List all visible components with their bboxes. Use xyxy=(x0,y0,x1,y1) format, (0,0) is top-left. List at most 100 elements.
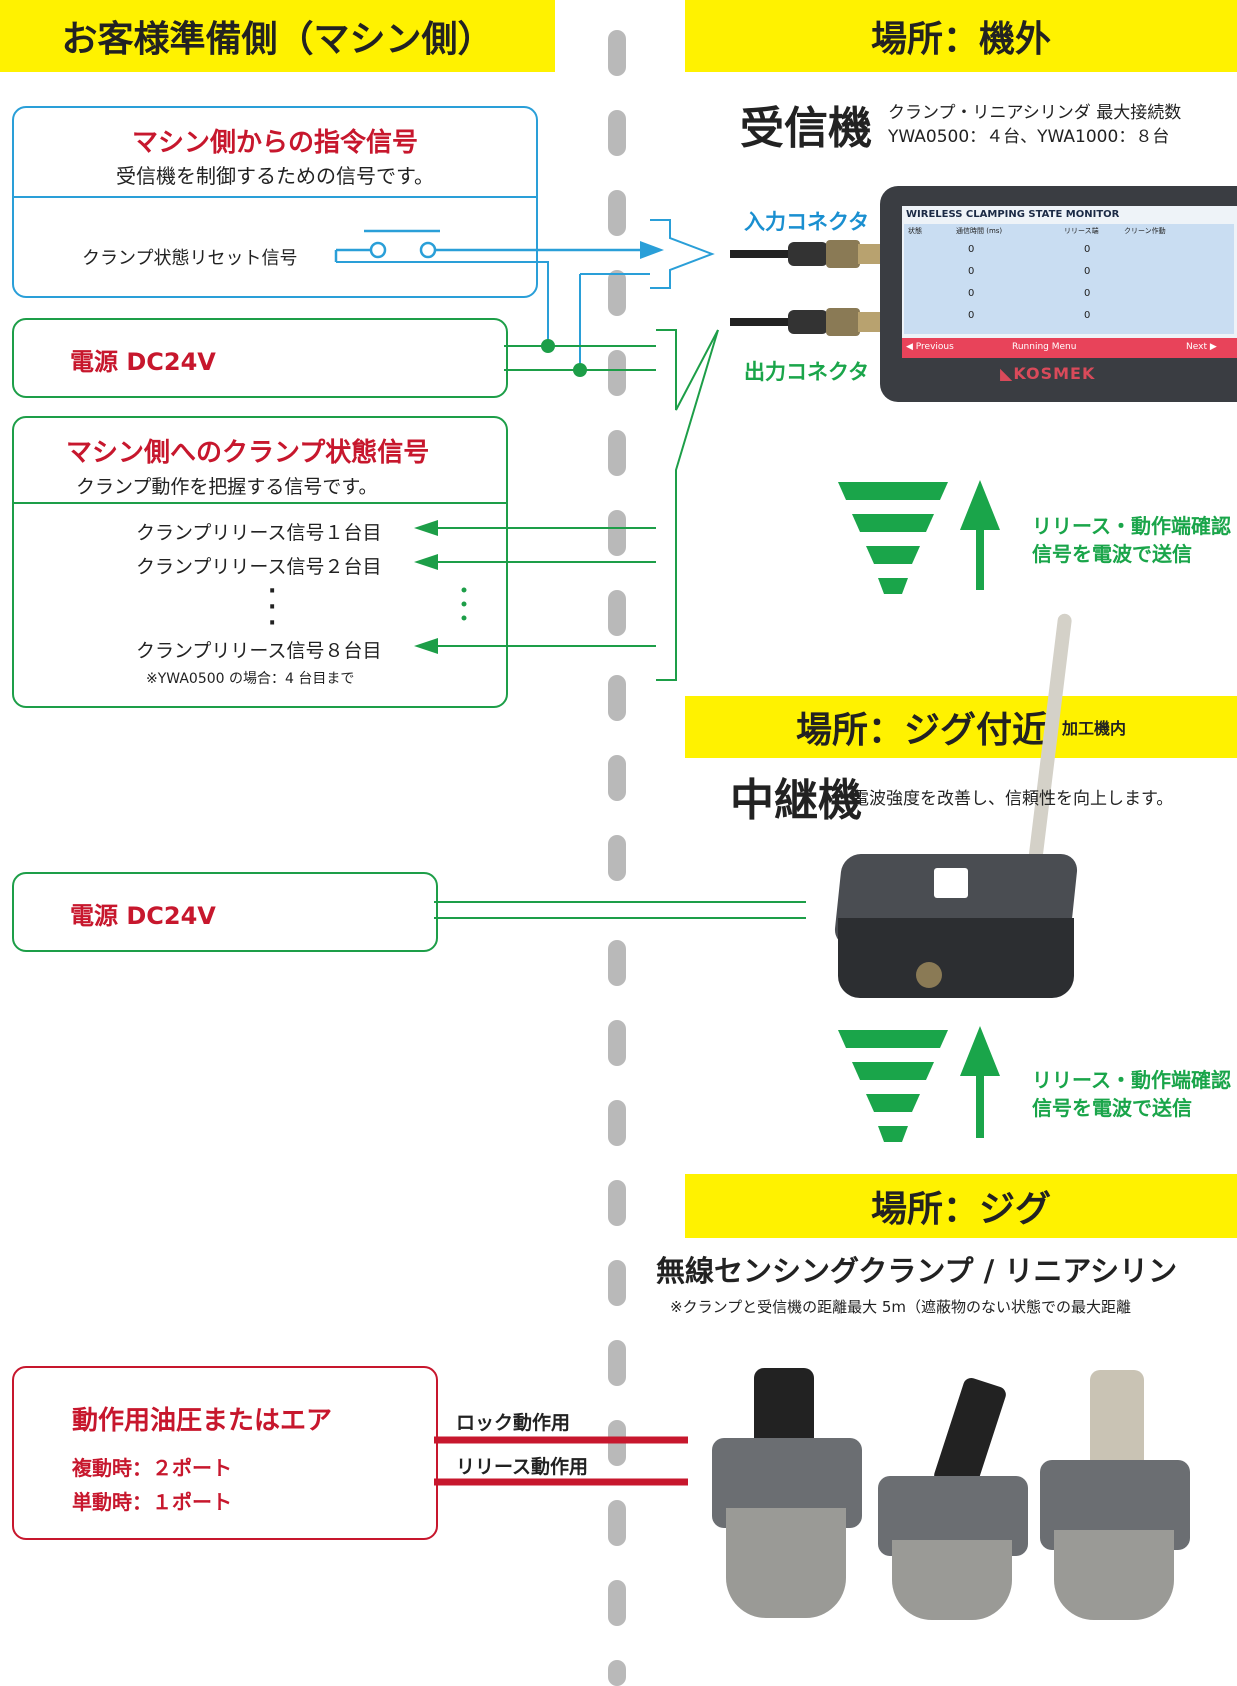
vertical-ellipsis: ··· xyxy=(268,579,277,636)
left-header-title: お客様準備側（マシン側） xyxy=(61,19,494,60)
repeater-desc: 電波強度を改善し、信頼性を向上します。 xyxy=(852,789,1174,809)
divider-dash xyxy=(608,1180,626,1226)
command-box-subtitle: 受信機を制御するための信号です。 xyxy=(116,164,434,188)
screen-col1: 状態 xyxy=(908,227,922,235)
junction-dot xyxy=(573,363,587,377)
divider-dash xyxy=(608,590,626,636)
repeater-name: 中継機 xyxy=(730,775,862,826)
hydraulic-line xyxy=(434,1436,688,1486)
divider-dash xyxy=(608,30,626,76)
status-signal-wire xyxy=(430,527,656,647)
wireless-text-1: リリース・動作端確認 信号を電波で送信 xyxy=(1032,512,1231,568)
divider-dash xyxy=(608,755,626,801)
command-signal-box: マシン側からの指令信号 受信機を制御するための信号です。 クランプ状態リセット信… xyxy=(12,106,538,298)
brand-name: KOSMEK xyxy=(1013,364,1096,383)
command-box-title: マシン側からの指令信号 xyxy=(131,128,418,158)
clamp-product-3 xyxy=(1040,1370,1190,1620)
wireless-line1: リリース・動作端確認 xyxy=(1032,1068,1231,1092)
blue-wire xyxy=(336,261,650,370)
screen-title: WIRELESS CLAMPING STATE MONITOR xyxy=(906,209,1120,220)
lock-line-label: ロック動作用 xyxy=(456,1412,571,1434)
receiver-spec-2: YWA0500：４台、YWA1000：８台 xyxy=(888,127,1170,147)
divider-dash xyxy=(608,1100,626,1146)
status-signal-2: クランプリリース信号２台目 xyxy=(136,556,382,578)
outside-banner-title: 場所：機外 xyxy=(870,19,1051,60)
receiver-device: WIRELESS CLAMPING STATE MONITOR 状態 通信時間 … xyxy=(880,186,1237,402)
divider-dash xyxy=(608,835,626,881)
status-note: ※YWA0500 の場合：4 台目まで xyxy=(146,671,355,687)
signal-arrow-icon xyxy=(414,554,438,570)
receiver-screen: WIRELESS CLAMPING STATE MONITOR 状態 通信時間 … xyxy=(902,206,1237,358)
reset-switch-icon xyxy=(334,229,650,262)
divider-dash xyxy=(608,510,626,556)
screen-legend1: リリース端 xyxy=(1064,227,1099,235)
wireless-text-2: リリース・動作端確認 信号を電波で送信 xyxy=(1032,1066,1231,1122)
clamp-body-icon xyxy=(726,1508,846,1618)
screen-value: 0 xyxy=(1084,266,1091,277)
divider-dash xyxy=(608,430,626,476)
receiver-cables xyxy=(730,240,880,336)
screen-menu-label: Running Menu xyxy=(1012,342,1077,352)
repeater-device xyxy=(833,854,1079,1002)
wireless-line2: 信号を電波で送信 xyxy=(1032,1096,1192,1120)
divider-dash xyxy=(608,1580,626,1626)
input-connector-label: 入力コネクタ xyxy=(744,210,870,234)
screen-next-button[interactable]: Next ▶ xyxy=(1186,342,1217,352)
screen-value: 0 xyxy=(968,266,975,277)
signal-arrow-icon xyxy=(414,638,438,654)
box-divider xyxy=(14,502,506,504)
power-top-label: 電源 DC24V xyxy=(70,348,216,376)
junction-dot xyxy=(541,339,555,353)
wireless-line1: リリース・動作端確認 xyxy=(1032,514,1231,538)
divider-dash xyxy=(608,1260,626,1306)
repeater-logo-icon xyxy=(934,868,968,898)
repeater-power-wire xyxy=(434,901,806,919)
near-jig-title: 場所：ジグ付近 xyxy=(795,710,1048,751)
screen-value: 0 xyxy=(968,244,975,255)
left-header-banner: お客様準備側（マシン側） xyxy=(0,0,555,72)
screen-prev-button[interactable]: ◀ Previous xyxy=(906,342,954,352)
clamp-body-icon xyxy=(1054,1530,1174,1620)
brand-logo-icon: ◣ xyxy=(1000,364,1014,383)
near-jig-sub: 加工機内 xyxy=(1062,719,1127,738)
hydraulic-box: 動作用油圧またはエア 複動時：２ポート 単動時：１ポート xyxy=(12,1366,438,1540)
up-arrow-icon xyxy=(960,480,1000,590)
clamp-product-1 xyxy=(712,1368,862,1618)
wireless-wave-icon xyxy=(838,1030,948,1142)
repeater-connector-icon xyxy=(916,962,942,988)
output-bracket xyxy=(656,329,719,681)
divider-dash xyxy=(608,110,626,156)
screen-legend2: クリーン作動 xyxy=(1124,227,1166,235)
receiver-brand: ◣KOSMEK xyxy=(1000,364,1095,383)
outside-banner: 場所：機外 xyxy=(685,0,1237,72)
repeater-body xyxy=(838,918,1074,998)
near-jig-banner: 場所：ジグ付近 加工機内 xyxy=(685,696,1237,758)
screen-value: 0 xyxy=(968,288,975,299)
status-box-subtitle: クランプ動作を把握する信号です。 xyxy=(76,476,378,498)
hydraulic-title: 動作用油圧またはエア xyxy=(72,1406,333,1436)
clamp-arm-icon xyxy=(754,1368,814,1448)
hydraulic-single: 単動時：１ポート xyxy=(72,1490,232,1514)
screen-col2: 通信時間 (ms) xyxy=(956,227,1003,235)
divider-dash xyxy=(608,940,626,986)
jig-title: 場所：ジグ xyxy=(870,1189,1051,1230)
box-divider xyxy=(14,196,536,198)
divider-dash xyxy=(608,1340,626,1386)
status-signal-8: クランプリリース信号８台目 xyxy=(136,640,382,662)
screen-value: 0 xyxy=(1084,310,1091,321)
receiver-name: 受信機 xyxy=(740,103,872,154)
receiver-spec-1: クランプ・リニアシリンダ 最大接続数 xyxy=(888,103,1182,123)
signal-arrow-icon xyxy=(414,520,438,536)
release-line-label: リリース動作用 xyxy=(456,1456,589,1478)
screen-footer: ◀ Previous Running Menu Next ▶ xyxy=(902,338,1237,358)
power-box-mid: 電源 DC24V xyxy=(12,872,438,952)
wireless-line2: 信号を電波で送信 xyxy=(1032,542,1192,566)
divider-dash xyxy=(608,675,626,721)
clamp-note: ※クランプと受信機の距離最大 5m（遮蔽物のない状態での最大距離 xyxy=(670,1298,1132,1316)
output-connector-label: 出力コネクタ xyxy=(744,360,870,384)
power-mid-label: 電源 DC24V xyxy=(70,902,216,930)
clamp-body-icon xyxy=(892,1540,1012,1620)
divider-dash xyxy=(608,1500,626,1546)
wireless-wave-icon xyxy=(838,482,948,594)
hydraulic-double: 複動時：２ポート xyxy=(72,1456,232,1480)
